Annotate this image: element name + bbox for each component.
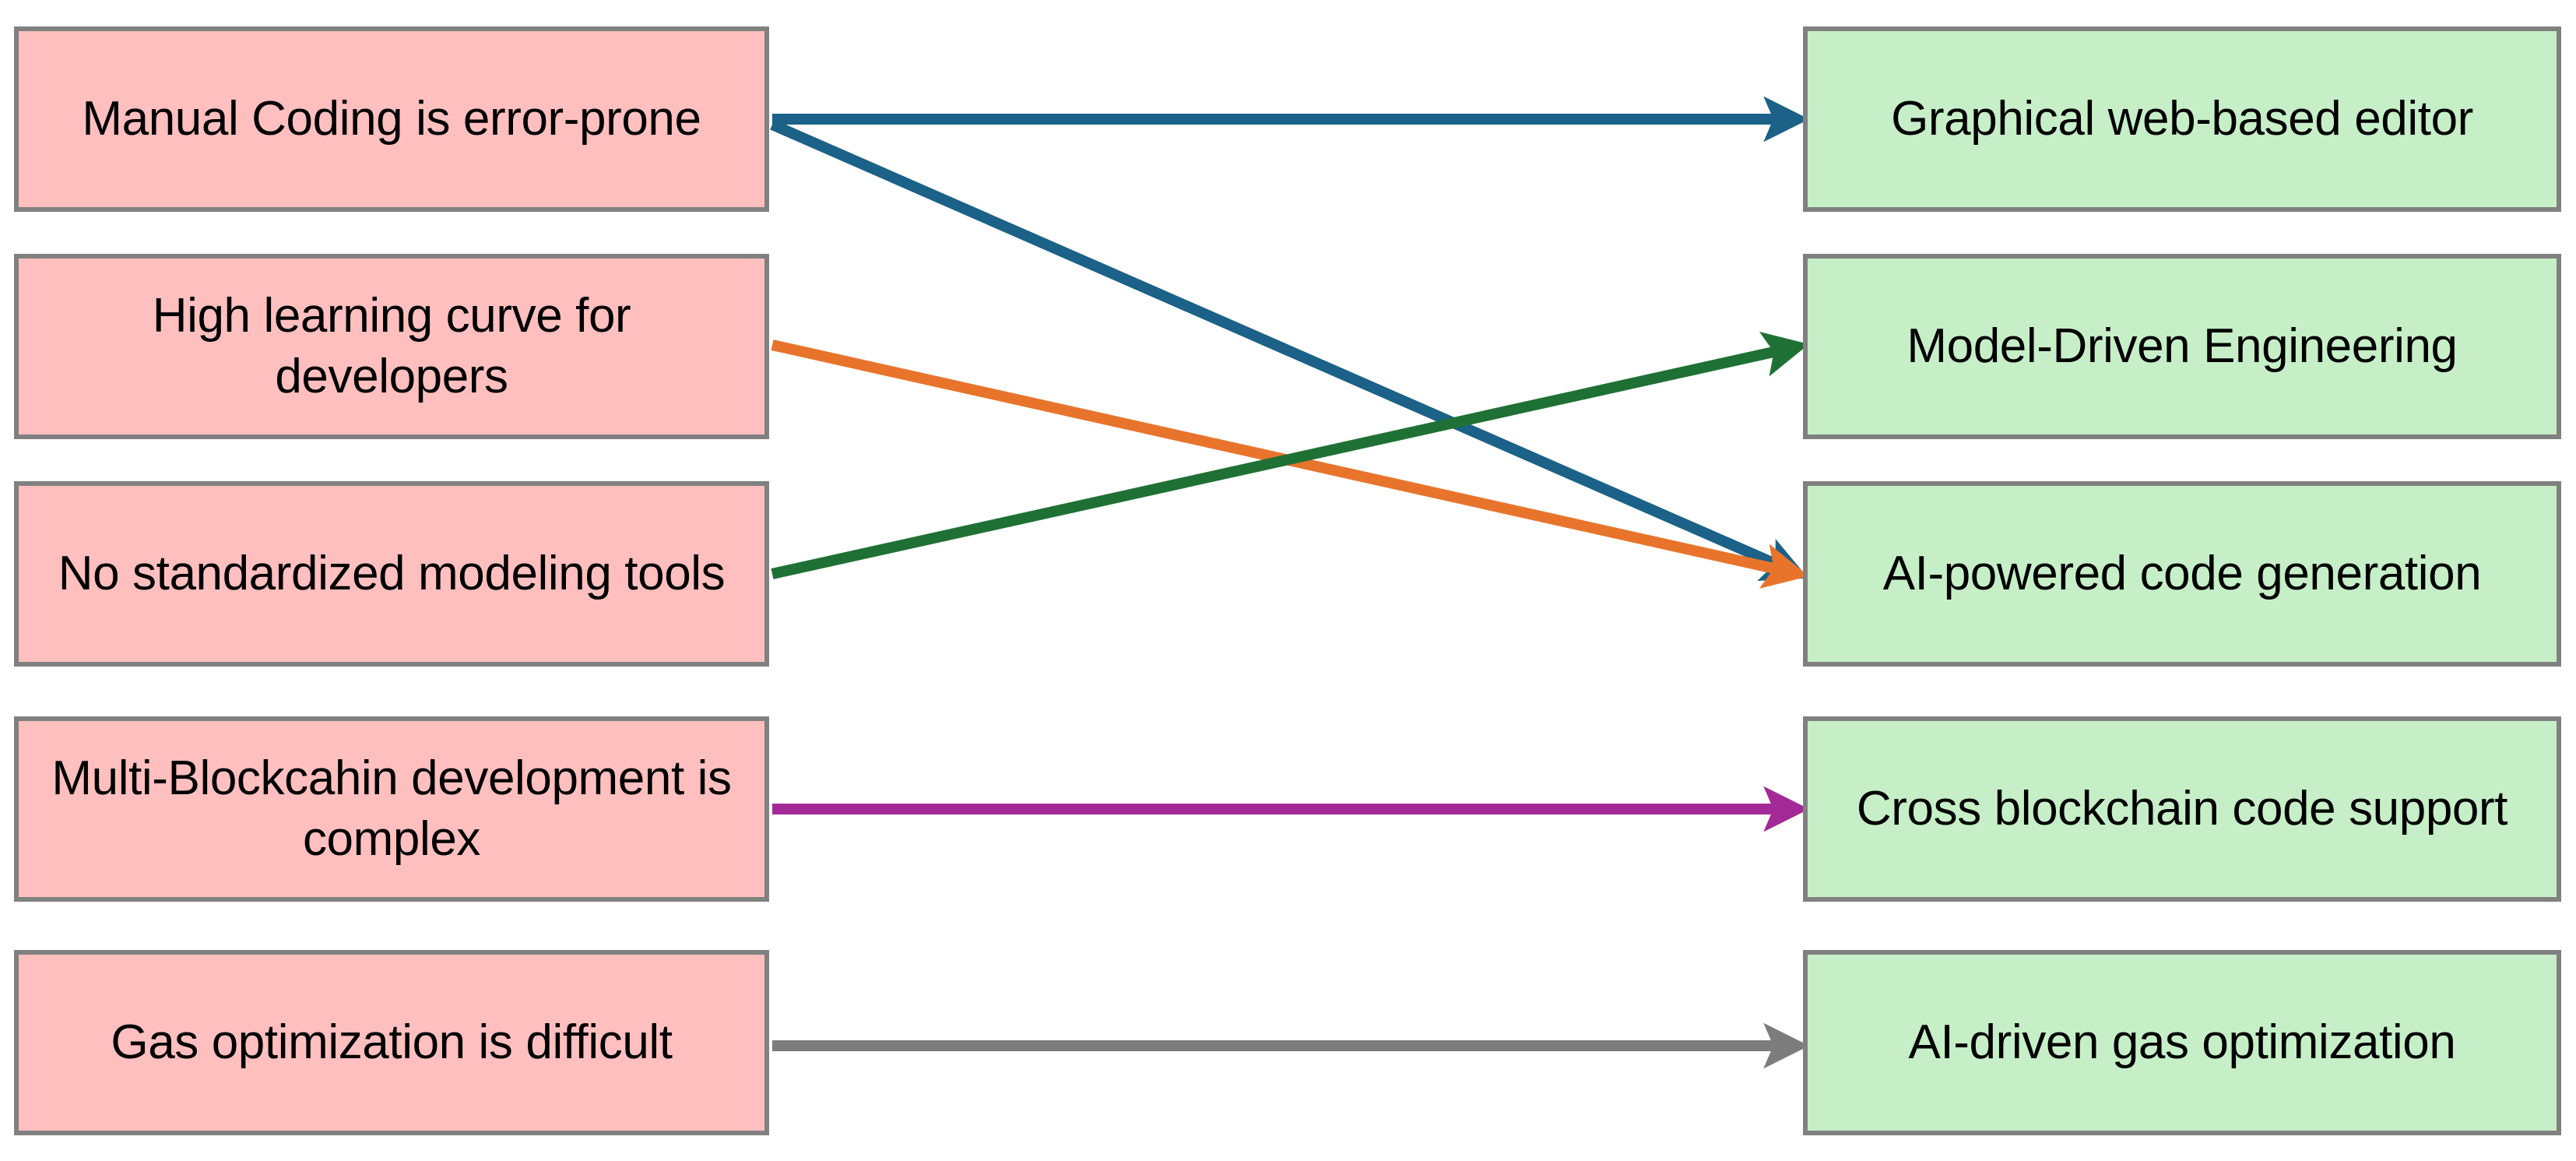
problem-node-label: High learning curve for developers [152, 288, 631, 403]
problem-node-manual-coding[interactable]: Manual Coding is error-prone [14, 26, 769, 212]
problem-node-gas-optimization[interactable]: Gas optimization is difficult [14, 950, 769, 1135]
problem-node-label: Gas optimization is difficult [111, 1015, 673, 1069]
problem-node-multi-blockchain[interactable]: Multi-Blockcahin development is complex [14, 716, 769, 902]
solution-node-cross-blockchain-support[interactable]: Cross blockchain code support [1803, 716, 2561, 902]
edge-manual-coding-to-ai-code-generation [770, 119, 1808, 581]
edge-learning-curve-to-ai-code-generation [771, 340, 1809, 589]
problem-node-label: Multi-Blockcahin development is complex [51, 751, 732, 866]
edge-no-standard-tools-to-model-driven-engineering [771, 331, 1809, 579]
solution-node-label: Model-Driven Engineering [1907, 318, 2458, 373]
problem-node-learning-curve[interactable]: High learning curve for developers [14, 254, 769, 439]
solution-node-ai-code-generation[interactable]: AI-powered code generation [1803, 481, 2561, 667]
problem-node-label: No standardized modeling tools [58, 546, 726, 600]
problem-node-label: Manual Coding is error-prone [82, 91, 701, 146]
problem-node-no-standard-tools[interactable]: No standardized modeling tools [14, 481, 769, 667]
solution-node-label: Cross blockchain code support [1856, 781, 2508, 836]
solution-node-label: AI-powered code generation [1882, 546, 2482, 600]
solution-node-ai-gas-optimization[interactable]: AI-driven gas optimization [1803, 950, 2561, 1135]
solution-node-model-driven-engineering[interactable]: Model-Driven Engineering [1803, 254, 2561, 439]
solution-node-label: AI-driven gas optimization [1908, 1015, 2456, 1069]
solution-node-label: Graphical web-based editor [1891, 91, 2473, 146]
solution-node-graphical-editor[interactable]: Graphical web-based editor [1803, 26, 2561, 212]
